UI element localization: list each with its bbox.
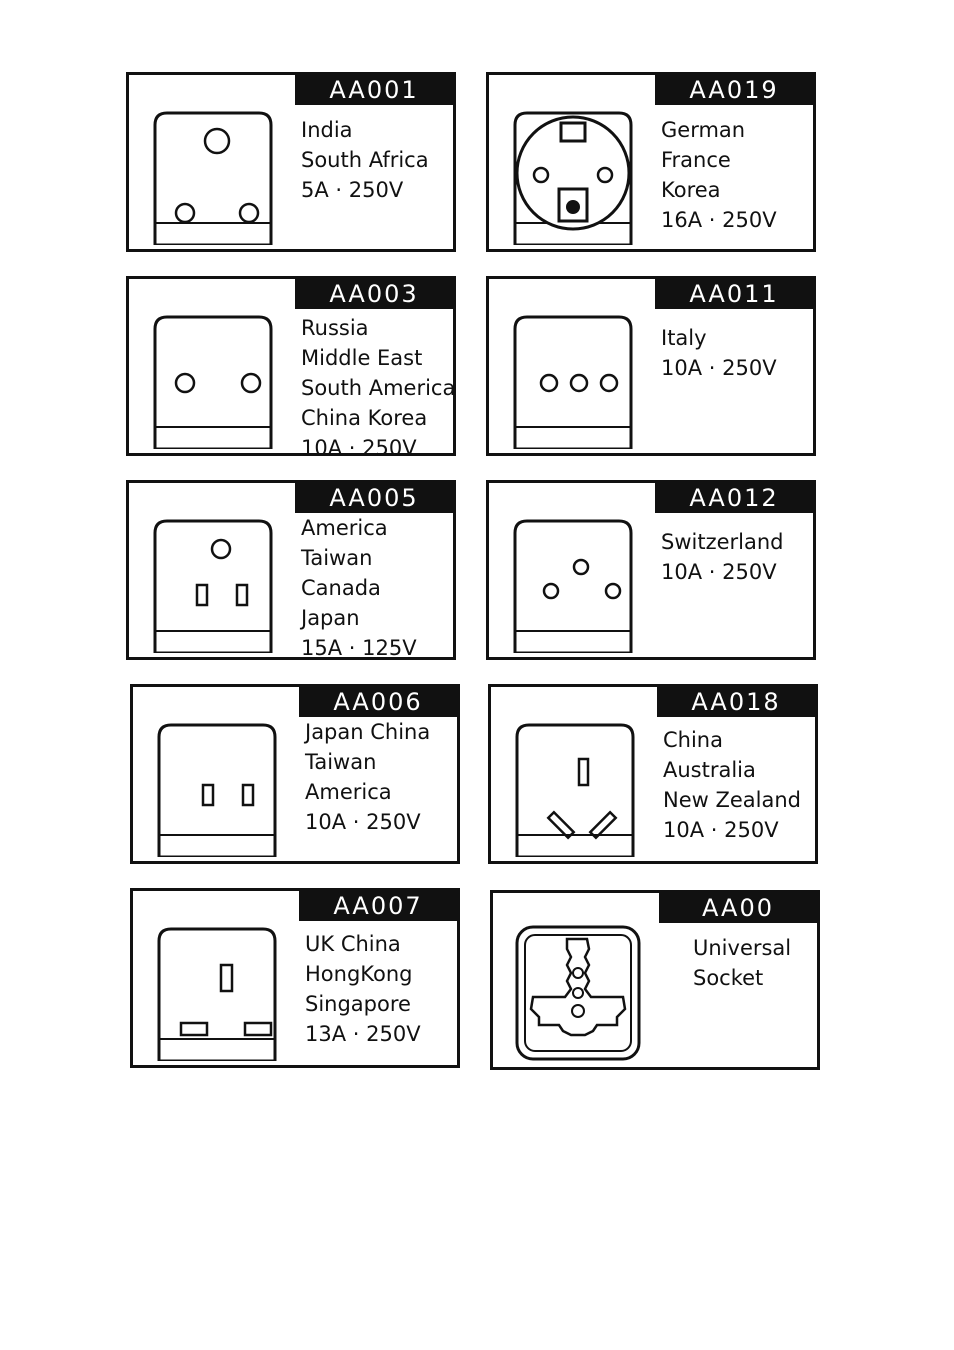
socket-card-aa005: AA005 America Taiwan Canada Japan 15A · … xyxy=(126,480,456,660)
uk-socket-icon xyxy=(141,911,293,1061)
socket-card-aa012: AA012 Switzerland 10A · 250V xyxy=(486,480,816,660)
spec-line: Australia xyxy=(663,758,756,782)
spec-line: South Africa xyxy=(301,148,429,172)
spec-line: HongKong xyxy=(305,962,413,986)
spec-line: 10A · 250V xyxy=(663,818,779,842)
spec-line: Taiwan xyxy=(305,750,377,774)
spec-line: Canada xyxy=(301,576,381,600)
swiss-socket-icon xyxy=(497,503,649,653)
italy-socket-icon xyxy=(497,299,649,449)
model-code: AA00 xyxy=(659,893,817,923)
spec-line: 16A · 250V xyxy=(661,208,777,232)
spec-line: Middle East xyxy=(301,346,423,370)
spec-line: America xyxy=(305,780,392,804)
spec-line: 10A · 250V xyxy=(661,356,777,380)
socket-card-aa006: AA006 Japan China Taiwan America 10A · 2… xyxy=(130,684,460,864)
socket-card-aa003: AA003 Russia Middle East South America C… xyxy=(126,276,456,460)
universal-socket-icon xyxy=(501,913,653,1063)
socket-card-aa018: AA018 China Australia New Zealand 10A · … xyxy=(488,684,818,864)
spec-line: America xyxy=(301,516,388,540)
socket-card-aa007: AA007 UK China HongKong Singapore 13A · … xyxy=(130,888,460,1068)
spec-line: Socket xyxy=(693,966,764,990)
spec-line: South America xyxy=(301,376,456,400)
australia-socket-icon xyxy=(499,707,651,857)
model-code: AA007 xyxy=(299,891,457,921)
spec-line: 10A · 250V xyxy=(301,436,417,460)
model-code: AA019 xyxy=(655,75,813,105)
model-code: AA011 xyxy=(655,279,813,309)
socket-card-aa011: AA011 Italy 10A · 250V xyxy=(486,276,816,456)
spec-line: India xyxy=(301,118,353,142)
spec-line: Universal xyxy=(693,936,792,960)
schuko-socket-icon xyxy=(497,95,649,245)
spec-line: New Zealand xyxy=(663,788,801,812)
socket-card-aa00: AA00 Universal Socket xyxy=(490,890,820,1070)
spec-line: China xyxy=(663,728,723,752)
europlug-socket-icon xyxy=(137,299,289,449)
spec-line: 15A · 125V xyxy=(301,636,417,660)
spec-line: Russia xyxy=(301,316,369,340)
india-socket-icon xyxy=(137,95,289,245)
spec-line: 10A · 250V xyxy=(305,810,421,834)
model-code: AA001 xyxy=(295,75,453,105)
spec-line: Singapore xyxy=(305,992,411,1016)
spec-line: 10A · 250V xyxy=(661,560,777,584)
model-code: AA005 xyxy=(295,483,453,513)
spec-line: Switzerland xyxy=(661,530,784,554)
us-two-pin-socket-icon xyxy=(141,707,293,857)
spec-line: China Korea xyxy=(301,406,428,430)
spec-line: Japan xyxy=(301,606,360,630)
spec-line: Taiwan xyxy=(301,546,373,570)
socket-card-aa019: AA019 German France Korea 16A · 250V xyxy=(486,72,816,252)
spec-line: German xyxy=(661,118,746,142)
model-code: AA012 xyxy=(655,483,813,513)
us-grounded-socket-icon xyxy=(137,503,289,653)
spec-line: 13A · 250V xyxy=(305,1022,421,1046)
spec-line: Japan China xyxy=(305,720,431,744)
model-code: AA006 xyxy=(299,687,457,717)
model-code: AA003 xyxy=(295,279,453,309)
socket-card-aa001: AA001 India South Africa 5A · 250V xyxy=(126,72,456,252)
spec-line: UK China xyxy=(305,932,401,956)
spec-line: 5A · 250V xyxy=(301,178,404,202)
model-code: AA018 xyxy=(657,687,815,717)
spec-line: France xyxy=(661,148,731,172)
spec-line: Italy xyxy=(661,326,707,350)
spec-line: Korea xyxy=(661,178,721,202)
